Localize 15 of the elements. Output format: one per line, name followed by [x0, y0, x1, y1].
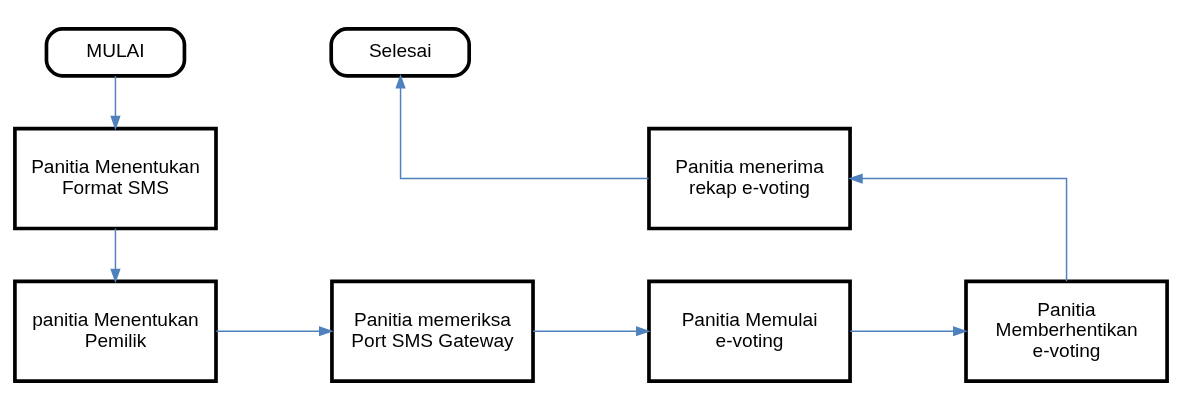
node-box: Panitia Memberhentikan e-voting	[964, 279, 1169, 383]
node-box: Panitia Memulai e-voting	[647, 279, 852, 383]
node-box: Panitia Menentukan Format SMS	[13, 126, 218, 231]
arrow	[848, 173, 1068, 282]
node-box: Panitia memeriksa Port SMS Gateway	[330, 279, 535, 383]
arrow	[532, 326, 651, 337]
arrow	[849, 326, 968, 337]
node-box: Selesai	[329, 27, 471, 78]
node-box: panitia Menentukan Pemilik	[13, 279, 218, 383]
arrow	[395, 73, 650, 180]
arrow	[110, 227, 121, 284]
arrow	[215, 326, 334, 337]
arrow	[110, 75, 121, 131]
node-box: MULAI	[44, 27, 187, 78]
node-box: Panitia menerima rekap e-voting	[647, 126, 852, 231]
